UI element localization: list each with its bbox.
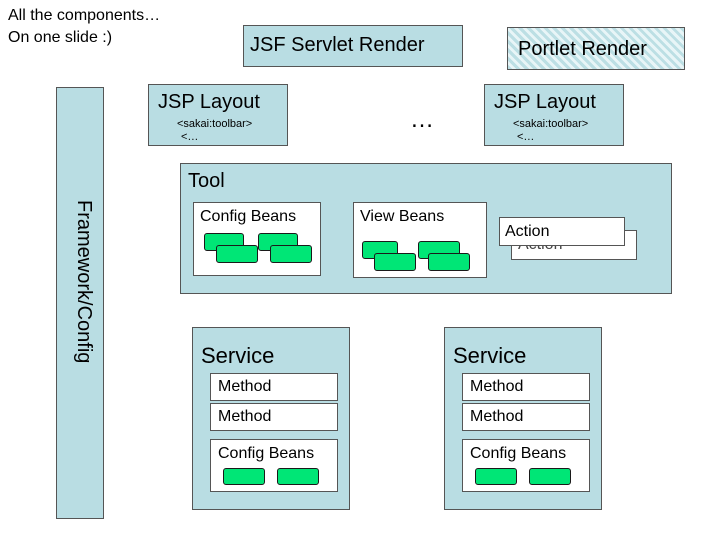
config-bean-2 [216,245,258,263]
caption-line-1: All the components… [8,7,161,24]
view-bean-4 [428,253,470,271]
service-right-bean-2 [529,468,571,485]
framework-config-label: Framework/Config [73,200,95,364]
ellipsis-label: … [410,106,434,133]
tool-title: Tool [188,170,225,192]
service-right-bean-1 [475,468,517,485]
service-right-config-beans-label: Config Beans [470,445,567,462]
service-right-method-1-label: Method [470,378,524,395]
service-left-bean-2 [277,468,319,485]
caption-line-2: On one slide :) [8,29,113,46]
service-left-bean-1 [223,468,265,485]
jsp-layout-right-title: JSP Layout [494,91,596,113]
service-left-box: Service Method Method Config Beans [192,327,350,510]
service-left-method-1-label: Method [218,378,272,395]
jsp-layout-left-tag: <sakai:toolbar> [177,118,253,130]
service-left-title: Service [201,343,275,368]
tool-view-beans-box: View Beans [353,202,487,278]
service-right-method-2-label: Method [470,408,524,425]
service-right-title: Service [453,343,527,368]
service-left-method-1: Method [210,373,338,401]
tool-view-beans-label: View Beans [360,208,445,225]
tool-action-front-label: Action [505,223,550,240]
service-right-method-1: Method [462,373,590,401]
service-left-config-beans-box: Config Beans [210,439,338,492]
jsp-layout-right-box: JSP Layout <sakai:toolbar> <… [484,84,624,146]
tool-config-beans-box: Config Beans [193,202,321,276]
config-bean-4 [270,245,312,263]
service-right-box: Service Method Method Config Beans [444,327,602,510]
jsp-layout-right-more: <… [517,131,535,143]
framework-config-bar: Framework/Config [56,87,104,519]
tool-action-front-box: Action [499,217,625,246]
service-left-method-2-label: Method [218,408,272,425]
jsf-servlet-render-label: JSF Servlet Render [250,34,425,56]
view-bean-2 [374,253,416,271]
service-left-config-beans-label: Config Beans [218,445,315,462]
service-right-config-beans-box: Config Beans [462,439,590,492]
service-right-method-2: Method [462,403,590,431]
jsf-servlet-render-box: JSF Servlet Render [243,25,463,67]
jsp-layout-left-more: <… [181,131,199,143]
tool-box: Tool Config Beans View Beans Action Acti… [180,163,672,294]
tool-config-beans-label: Config Beans [200,208,297,225]
portlet-render-label: Portlet Render [518,38,647,60]
jsp-layout-left-box: JSP Layout <sakai:toolbar> <… [148,84,288,146]
service-left-method-2: Method [210,403,338,431]
portlet-render-box: Portlet Render [507,27,685,70]
jsp-layout-right-tag: <sakai:toolbar> [513,118,589,130]
jsp-layout-left-title: JSP Layout [158,91,260,113]
